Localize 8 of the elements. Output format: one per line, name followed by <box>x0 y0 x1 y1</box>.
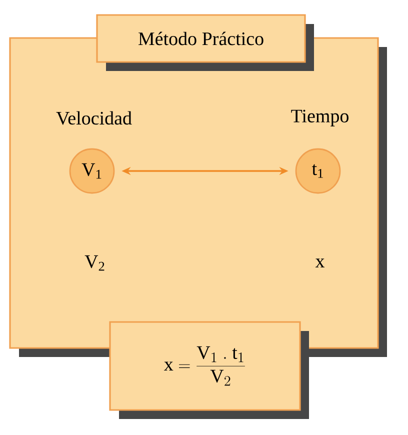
variable-label: V$_{2}$ <box>84 255 104 271</box>
formula-box: $\mathrm{x} = \frac{\mathrm{V}_{1}\ .\ \mathrm{t}_{1}}{\mathrm{V}_{2}}$ <box>109 321 309 419</box>
node-caption: Tiempo <box>291 110 348 126</box>
circle-node: V$_{1}$ <box>69 148 115 194</box>
title-box: Método Práctico <box>96 14 314 71</box>
variable-label: x <box>315 258 325 268</box>
node-caption: Velocidad <box>56 111 132 125</box>
circle-node: t$_{1}$ <box>295 148 341 194</box>
